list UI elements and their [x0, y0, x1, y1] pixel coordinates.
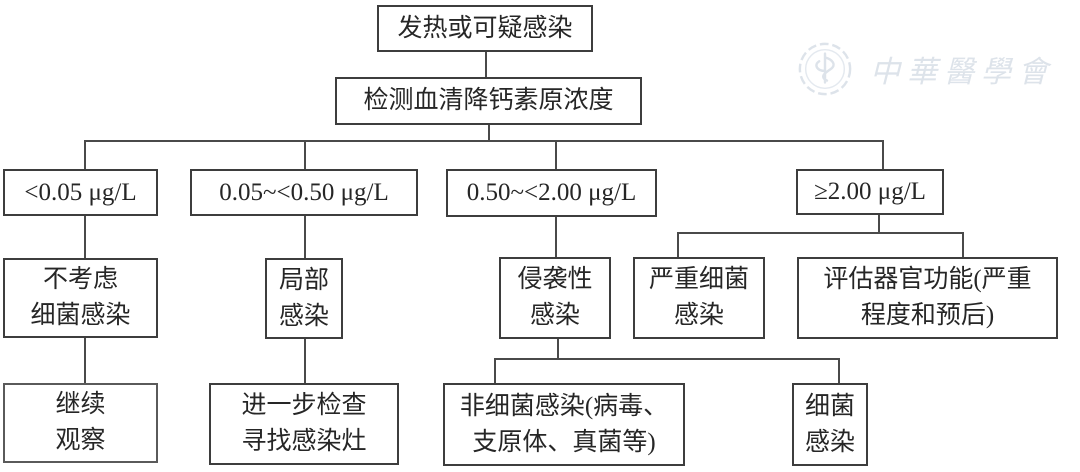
connector-fever-to-pct — [485, 52, 487, 77]
connector-drop-range-mid-low — [304, 140, 306, 169]
node-no-bacterial: 不考虑 细菌感染 — [3, 258, 158, 338]
watermark-text: 中華醫學會 — [870, 56, 1055, 89]
connector-drop-severe-bacterial — [677, 232, 679, 257]
connector-drop-non-bacterial — [494, 358, 496, 383]
node-range-high: ≥2.00 μg/L — [796, 169, 944, 215]
node-fever: 发热或可疑感染 — [377, 5, 593, 52]
connector-midlow-to-local — [304, 216, 306, 258]
node-local-infection: 局部 感染 — [265, 258, 343, 339]
node-range-mid-low: 0.05~<0.50 μg/L — [190, 169, 418, 216]
node-continue-observation: 继续 观察 — [3, 383, 158, 463]
node-further-examination: 进一步检查 寻找感染灶 — [209, 383, 399, 465]
connector-local-to-further-exam — [304, 339, 306, 383]
node-non-bacterial: 非细菌感染(病毒、 支原体、真菌等) — [443, 383, 685, 466]
connector-drop-bacterial — [838, 358, 840, 383]
cma-emblem-icon — [798, 42, 852, 96]
connector-high-split — [677, 232, 962, 234]
node-invasive-infection: 侵袭性 感染 — [499, 257, 611, 339]
connector-no-bacterial-to-observe — [84, 338, 86, 383]
node-assess-organ: 评估器官功能(严重 程度和预后) — [797, 257, 1058, 339]
connector-high-stub — [878, 215, 880, 232]
node-severe-bacterial: 严重细菌 感染 — [633, 257, 765, 339]
node-bacterial: 细菌 感染 — [792, 383, 868, 466]
connector-midhigh-to-invasive — [555, 217, 557, 257]
node-range-mid-high: 0.50~<2.00 μg/L — [446, 169, 657, 217]
connector-invasive-stub — [557, 339, 559, 358]
watermark: 中華醫學會 — [796, 38, 1055, 100]
connector-drop-range-mid-high — [555, 140, 557, 169]
connector-range-split — [84, 140, 882, 142]
node-range-low: <0.05 μg/L — [3, 169, 158, 216]
node-pct-test: 检测血清降钙素原浓度 — [335, 77, 642, 125]
connector-invasive-split — [494, 358, 838, 360]
connector-drop-range-low — [84, 140, 86, 169]
connector-drop-assess-organ — [962, 232, 964, 257]
connector-pct-stub — [488, 124, 490, 140]
connector-drop-range-high — [882, 140, 884, 169]
connector-low-to-no-bacterial — [84, 216, 86, 258]
